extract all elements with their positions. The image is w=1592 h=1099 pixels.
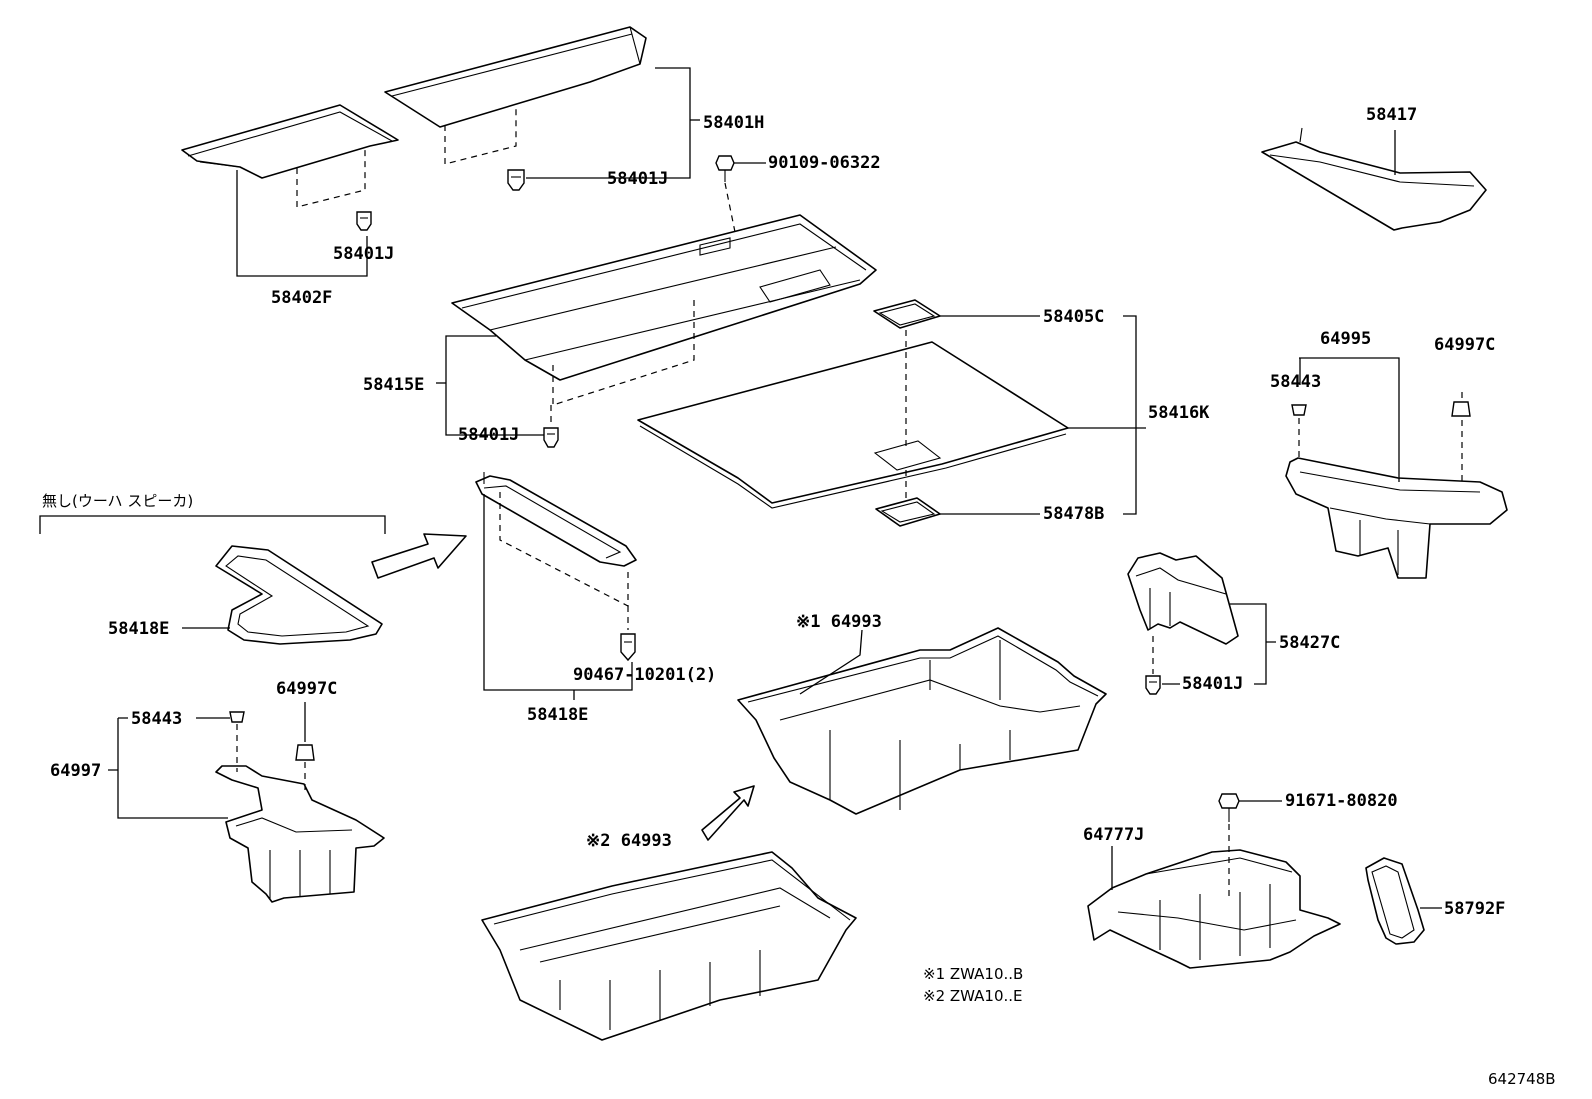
bolt-90109-06322	[715, 155, 735, 182]
leader-64995	[1299, 357, 1400, 482]
part-64993-tray-type1	[737, 627, 1107, 815]
clip-58401J-top	[507, 169, 525, 191]
part-64995-bracket	[1285, 457, 1508, 579]
part-58418E-center-frame	[475, 472, 637, 567]
label-58402F: 58402F	[271, 288, 332, 308]
label-58401J-top: 58401J	[607, 169, 668, 189]
label-64993-2: ※2 64993	[586, 831, 672, 851]
part-64993-tray-type2	[481, 851, 857, 1041]
leader-58401H	[526, 67, 691, 179]
leader-58418E-center	[483, 494, 633, 700]
label-58418E-left: 58418E	[108, 619, 169, 639]
part-64777J-bracket	[1087, 849, 1341, 969]
leader-58416K	[940, 315, 1146, 515]
label-90109: 90109-06322	[768, 153, 881, 173]
clip-58401J-right	[1145, 675, 1161, 695]
dash-90109	[724, 182, 736, 233]
arrow-up-right-bottom	[701, 785, 755, 841]
label-58427C: 58427C	[1279, 633, 1340, 653]
part-58418E-left-frame	[215, 545, 383, 645]
label-58478B: 58478B	[1043, 504, 1104, 524]
label-58415E: 58415E	[363, 375, 424, 395]
nut-64997C-left	[295, 744, 315, 761]
label-91671: 91671-80820	[1285, 791, 1398, 811]
part-58478B-cover	[875, 497, 941, 527]
part-64997-bracket	[215, 765, 385, 903]
part-58416K-floor-board	[637, 341, 1069, 509]
note-2: ※2 ZWA10..E	[923, 987, 1023, 1005]
label-58417: 58417	[1366, 105, 1417, 125]
label-58416K: 58416K	[1148, 403, 1210, 423]
leader-64997	[108, 717, 230, 819]
label-58401J-left: 58401J	[333, 244, 394, 264]
clip-58401J-left	[356, 211, 372, 231]
leader-58427C	[1162, 603, 1276, 685]
label-64993-1: ※1 64993	[796, 612, 882, 632]
part-58401H-board	[384, 26, 647, 128]
label-64777J: 64777J	[1083, 825, 1144, 845]
clip-90467-10201	[620, 633, 636, 662]
part-58402F-board	[181, 104, 399, 179]
nut-64997C-right	[1451, 401, 1471, 417]
label-58792F: 58792F	[1444, 899, 1505, 919]
leader-58415E	[445, 335, 546, 436]
label-58401J-mid: 58401J	[458, 425, 519, 445]
arrow-right-top	[371, 533, 467, 579]
clip-58401J-mid	[543, 427, 559, 448]
label-58443-right: 58443	[1270, 372, 1321, 392]
part-58417-cover	[1261, 127, 1487, 231]
part-58415E-deck-board	[451, 214, 877, 381]
label-64995: 64995	[1320, 329, 1371, 349]
label-58443-left: 58443	[131, 709, 182, 729]
figure-id: 642748B	[1488, 1070, 1556, 1088]
dash-58401H	[444, 104, 517, 165]
part-58405C-cover	[873, 299, 941, 329]
dash-58415E	[552, 300, 695, 406]
part-58792F-pad	[1365, 857, 1425, 945]
part-58427C-bracket	[1127, 552, 1239, 645]
leader-58402F	[236, 170, 368, 277]
dash-58418E-center	[499, 492, 629, 607]
label-64997C-right: 64997C	[1434, 335, 1495, 355]
label-64997: 64997	[50, 761, 101, 781]
label-58405C: 58405C	[1043, 307, 1104, 327]
bolt-91671-80820	[1218, 793, 1240, 822]
bracket-no-woofer	[39, 515, 386, 534]
clip-58443-right	[1291, 404, 1307, 416]
note-no-woofer-speaker: 無し(ウーハ スピーカ)	[42, 492, 193, 510]
label-58418E-center: 58418E	[527, 705, 588, 725]
label-64997C-left: 64997C	[276, 679, 337, 699]
clip-58443-left	[229, 711, 245, 723]
label-58401H: 58401H	[703, 113, 764, 133]
note-1: ※1 ZWA10..B	[923, 965, 1023, 983]
leader-64993-1	[799, 629, 863, 695]
label-58401J-right: 58401J	[1182, 674, 1243, 694]
label-90467: 90467-10201(2)	[573, 665, 716, 685]
